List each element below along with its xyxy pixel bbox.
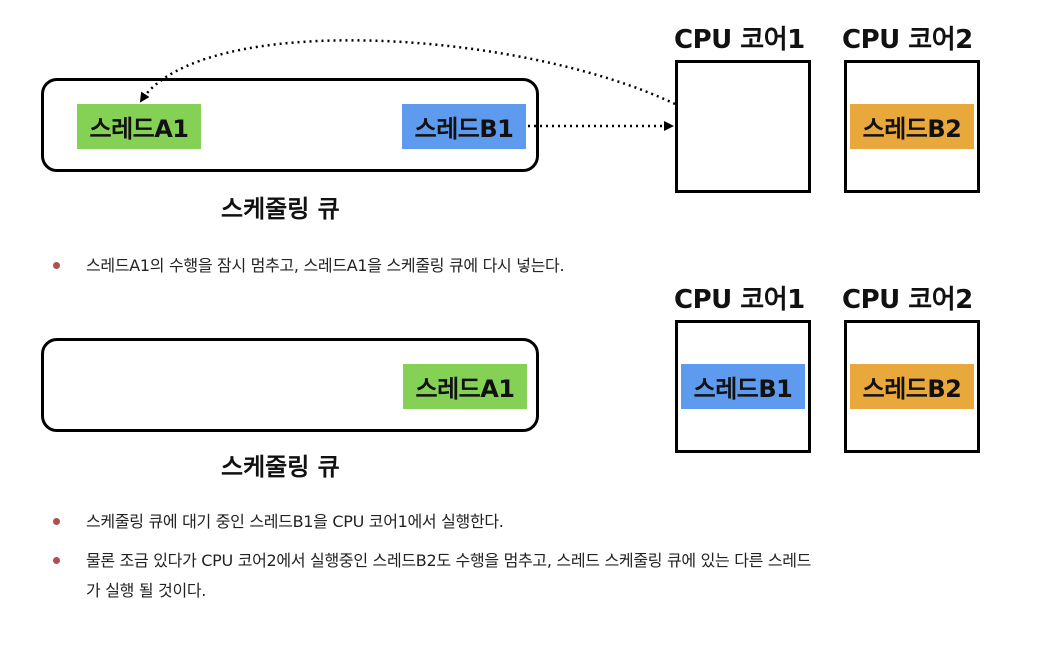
bullet-dot-1: [53, 262, 60, 269]
bullet-dot-2: [53, 518, 60, 525]
bullet-dot-3: [53, 557, 60, 564]
scheduling-queue-label-1: 스케줄링 큐: [221, 195, 340, 223]
bullet-text-3-line1: 물론 조금 있다가 CPU 코어2에서 실행중인 스레드B2도 수행을 멈추고,…: [86, 551, 812, 570]
cpu-core2-title-1: CPU 코어2: [842, 25, 973, 55]
cpu-core2-title-2: CPU 코어2: [842, 285, 973, 315]
thread-a1-in-queue-2: 스레드A1: [403, 364, 527, 409]
thread-b2-on-core2-1: 스레드B2: [850, 104, 974, 149]
bullet-text-2: 스케줄링 큐에 대기 중인 스레드B1을 CPU 코어1에서 실행한다.: [86, 512, 504, 531]
scheduling-queue-label-2: 스케줄링 큐: [221, 453, 340, 481]
cpu-core1-1: [675, 60, 811, 193]
bullet-text-1: 스레드A1의 수행을 잠시 멈추고, 스레드A1을 스케줄링 큐에 다시 넣는다…: [86, 256, 565, 275]
arrow-core1-to-thread-a1: [139, 39, 676, 106]
arrows-layer: [139, 39, 676, 131]
thread-b1-in-queue: 스레드B1: [402, 104, 526, 149]
thread-b2-on-core2-2: 스레드B2: [850, 364, 974, 409]
cpu-core1-title-1: CPU 코어1: [674, 25, 805, 55]
thread-b1-on-core1-2: 스레드B1: [681, 364, 805, 409]
cpu-core1-title-2: CPU 코어1: [674, 285, 805, 315]
bullet-text-3-line2: 가 실행 될 것이다.: [86, 581, 207, 600]
thread-a1-in-queue: 스레드A1: [77, 104, 201, 149]
